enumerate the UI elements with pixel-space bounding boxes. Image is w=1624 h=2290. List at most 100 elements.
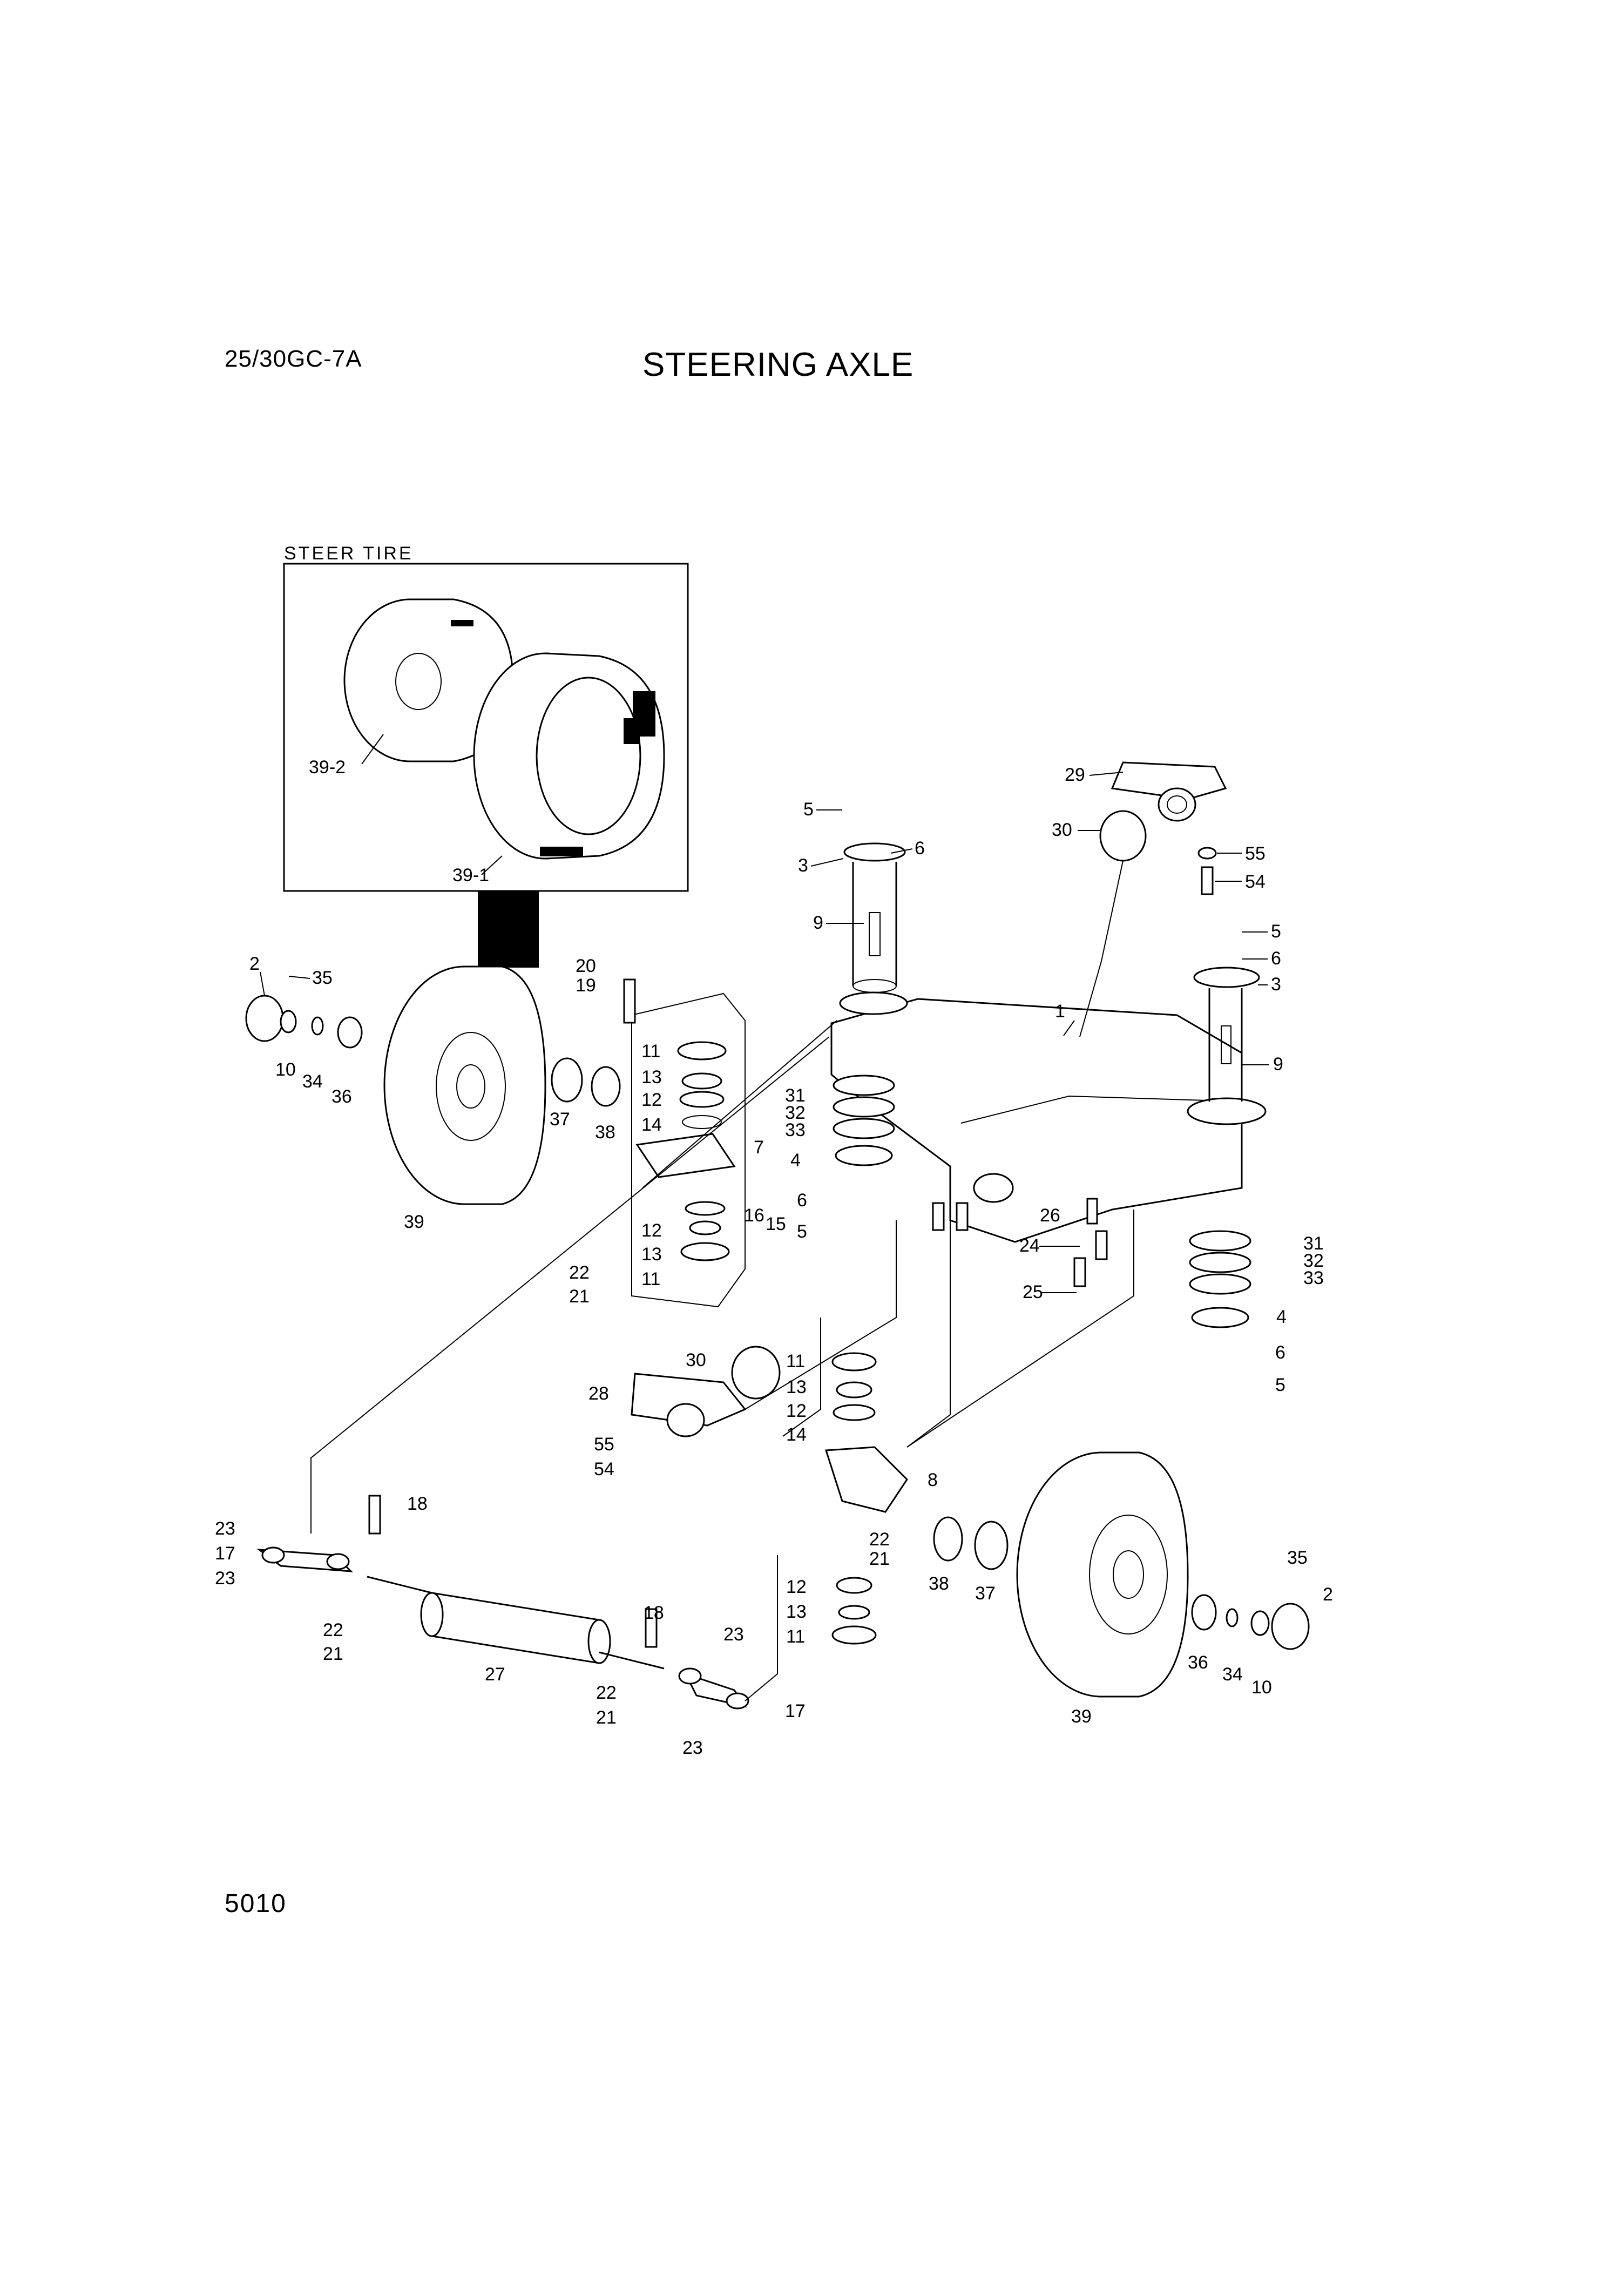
model-number: 25/30GC-7A (225, 346, 362, 372)
kingpin-assembly-right (1193, 967, 1260, 1102)
callout-39-1: 39-1 (452, 865, 489, 886)
tie-link-17-left (256, 1546, 353, 1572)
callout-22-a: 22 (569, 1262, 590, 1283)
callout-30-a: 30 (1052, 820, 1072, 840)
tire-39-left (383, 965, 546, 1205)
callout-22-d: 22 (596, 1683, 617, 1703)
callout-32-a: 32 (785, 1103, 806, 1123)
callout-3-b: 3 (1271, 974, 1281, 995)
callout-6-d: 6 (1275, 1342, 1285, 1363)
callout-9-a: 9 (813, 913, 823, 933)
shims-31-32-33-right (1189, 1230, 1251, 1328)
callout-4-b: 4 (1276, 1307, 1287, 1327)
callout-7: 7 (754, 1137, 764, 1158)
callout-18-a: 18 (407, 1494, 428, 1514)
callout-54-b: 54 (594, 1459, 614, 1480)
callout-37-right: 37 (975, 1583, 996, 1604)
callout-16: 16 (744, 1205, 764, 1226)
callout-11-a: 11 (641, 1041, 660, 1062)
callout-9-b: 9 (1273, 1054, 1283, 1075)
callout-36-left: 36 (331, 1086, 352, 1107)
bearing-37-38-left (551, 1057, 621, 1107)
callout-38-left: 38 (595, 1122, 615, 1143)
knuckle-8-right (824, 1352, 908, 1645)
callout-11-d: 11 (786, 1626, 805, 1647)
inset-caption: STEER TIRE (284, 543, 414, 564)
page-title: STEERING AXLE (642, 346, 914, 383)
bearing-37-38-right (933, 1516, 1009, 1570)
callout-17-b: 17 (785, 1701, 806, 1721)
callout-33-a: 33 (785, 1120, 806, 1140)
callout-5-a: 5 (803, 799, 814, 820)
callout-23-d: 23 (682, 1738, 703, 1758)
callout-15: 15 (766, 1214, 786, 1234)
callout-39-right: 39 (1071, 1706, 1092, 1727)
callout-21-b: 21 (869, 1549, 890, 1569)
hub-cap-2-right (1191, 1594, 1310, 1650)
mounting-bracket-29 (1111, 761, 1227, 822)
callout-55-a: 55 (1245, 843, 1266, 864)
page-number: 5010 (225, 1889, 287, 1918)
callout-2-right: 2 (1323, 1584, 1333, 1605)
callout-28: 28 (588, 1383, 609, 1404)
mounting-bolts (932, 1198, 1108, 1287)
steering-cylinder-27 (367, 1495, 665, 1670)
callout-36-right: 36 (1188, 1652, 1208, 1673)
callout-14-a: 14 (641, 1114, 662, 1135)
callout-12-a: 12 (641, 1090, 662, 1110)
callout-5-c: 5 (1271, 921, 1281, 942)
callout-13-a: 13 (641, 1067, 662, 1087)
callout-34-right: 34 (1222, 1664, 1243, 1685)
tie-link-17-right (678, 1667, 749, 1710)
tire-39-right (1016, 1451, 1189, 1698)
callout-23-a: 23 (215, 1518, 235, 1539)
oring-30-b (731, 1346, 781, 1400)
callout-5-d: 5 (1275, 1375, 1285, 1395)
mounting-bracket-28 (631, 1373, 747, 1437)
pneumatic-tire-39-1 (473, 652, 665, 860)
callout-26: 26 (1040, 1205, 1060, 1226)
callout-23-b: 23 (215, 1568, 235, 1589)
axle-beam-1 (830, 991, 1267, 1243)
callout-17-a: 17 (215, 1543, 235, 1564)
callout-1: 1 (1055, 1001, 1065, 1022)
callout-25: 25 (1023, 1282, 1043, 1302)
callout-30-b: 30 (686, 1350, 706, 1370)
callout-11-b: 11 (641, 1269, 660, 1289)
callout-21-c: 21 (323, 1644, 343, 1664)
callout-20: 20 (576, 956, 596, 976)
callout-18-b: 18 (644, 1603, 664, 1623)
kingpin-assembly-left (843, 842, 906, 993)
callout-21-d: 21 (596, 1707, 617, 1728)
callout-32-b: 32 (1303, 1251, 1324, 1271)
callout-22-c: 22 (323, 1620, 343, 1640)
callout-11-c: 11 (786, 1351, 805, 1372)
callout-38-right: 38 (929, 1573, 949, 1594)
callout-12-b: 12 (641, 1220, 662, 1241)
callout-29: 29 (1065, 765, 1085, 785)
oring-30-a (1099, 810, 1147, 862)
callout-39-left: 39 (404, 1212, 424, 1232)
callout-19: 19 (576, 975, 596, 996)
callout-3-a: 3 (798, 855, 808, 876)
callout-39-2: 39-2 (309, 757, 346, 778)
callout-31-b: 31 (1303, 1233, 1324, 1254)
callout-33-b: 33 (1303, 1268, 1324, 1288)
callout-35-right: 35 (1287, 1548, 1308, 1568)
callout-27: 27 (485, 1664, 505, 1685)
knuckle-7-left (623, 978, 746, 1308)
callout-13-b: 13 (641, 1244, 662, 1265)
shims-31-32-33-left (833, 1075, 895, 1166)
callout-5-b: 5 (797, 1221, 807, 1242)
callout-6-c: 6 (1271, 948, 1281, 969)
callout-34-left: 34 (302, 1071, 323, 1092)
assembly-guide-lines (310, 1020, 1134, 1701)
callout-37-left: 37 (550, 1109, 570, 1130)
callout-35-left: 35 (312, 968, 333, 988)
hub-cap-2-left (245, 995, 363, 1049)
callout-4-a: 4 (790, 1150, 801, 1171)
callout-14-b: 14 (786, 1424, 807, 1445)
callout-31-a: 31 (785, 1085, 806, 1106)
callout-13-c: 13 (786, 1377, 807, 1397)
callout-8: 8 (928, 1470, 938, 1490)
